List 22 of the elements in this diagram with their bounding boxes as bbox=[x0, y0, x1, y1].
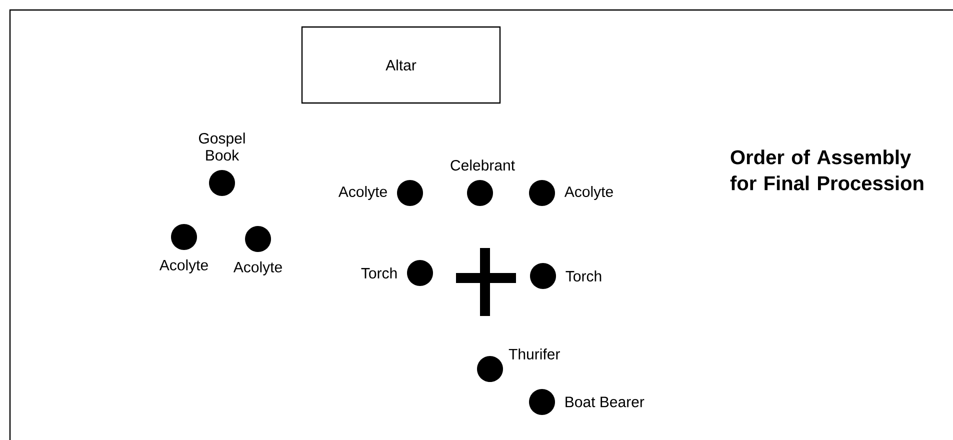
person-label: Acolyte bbox=[159, 259, 208, 274]
person-label: Torch bbox=[566, 270, 602, 282]
person-dot bbox=[477, 356, 503, 382]
person-label: Acolyte bbox=[233, 261, 282, 276]
person-label: Torch bbox=[361, 268, 397, 278]
person-dot bbox=[397, 180, 423, 206]
person-label: Gospel Book bbox=[199, 132, 245, 161]
person-dot bbox=[209, 170, 235, 196]
person-label: Celebrant bbox=[450, 160, 515, 171]
person-dot bbox=[529, 389, 555, 415]
person-label: Boat Bearer bbox=[566, 396, 644, 408]
person-dot bbox=[245, 226, 271, 252]
person-label: Thurifer bbox=[508, 348, 560, 360]
title: Order of Assembly for Final Procession bbox=[730, 150, 924, 190]
person-dot bbox=[529, 180, 555, 206]
person-label: Acolyte bbox=[338, 186, 387, 200]
altar-box: Altar bbox=[301, 26, 501, 104]
person-dot bbox=[467, 180, 493, 206]
person-dot bbox=[530, 263, 556, 289]
person-label: Acolyte bbox=[564, 186, 613, 200]
person-dot bbox=[171, 224, 197, 250]
person-dot bbox=[407, 260, 433, 286]
